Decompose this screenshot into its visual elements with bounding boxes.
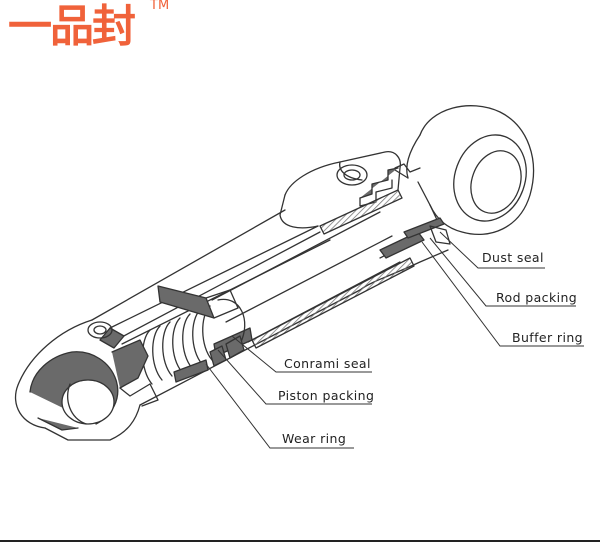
- leader-dust-seal: [439, 231, 545, 269]
- leader-buffer-ring: [421, 241, 584, 347]
- leader-lines: [205, 231, 584, 449]
- label-conrami-seal: Conrami seal: [284, 356, 371, 371]
- cap-end-clevis: [14, 319, 159, 441]
- cylinder-barrel: [91, 209, 449, 406]
- brand-logo-text: 一品封: [8, 1, 136, 52]
- rod-eye: [406, 105, 535, 236]
- leader-wear-ring: [205, 363, 354, 449]
- label-piston-packing: Piston packing: [278, 388, 374, 403]
- cylinder-head: [279, 151, 421, 229]
- leader-conrami-seal: [231, 335, 372, 373]
- leader-piston-packing: [217, 349, 372, 405]
- label-rod-packing: Rod packing: [496, 290, 577, 305]
- label-dust-seal: Dust seal: [482, 250, 544, 265]
- bottom-divider: [0, 540, 600, 542]
- label-wear-ring: Wear ring: [282, 431, 346, 446]
- barrel-section: [213, 189, 451, 357]
- trademark-mark: TM: [150, 0, 170, 13]
- brand-logo: 一品封 TM: [8, 0, 178, 56]
- leader-rod-packing: [429, 237, 576, 307]
- piston: [142, 285, 246, 385]
- label-buffer-ring: Buffer ring: [512, 330, 583, 345]
